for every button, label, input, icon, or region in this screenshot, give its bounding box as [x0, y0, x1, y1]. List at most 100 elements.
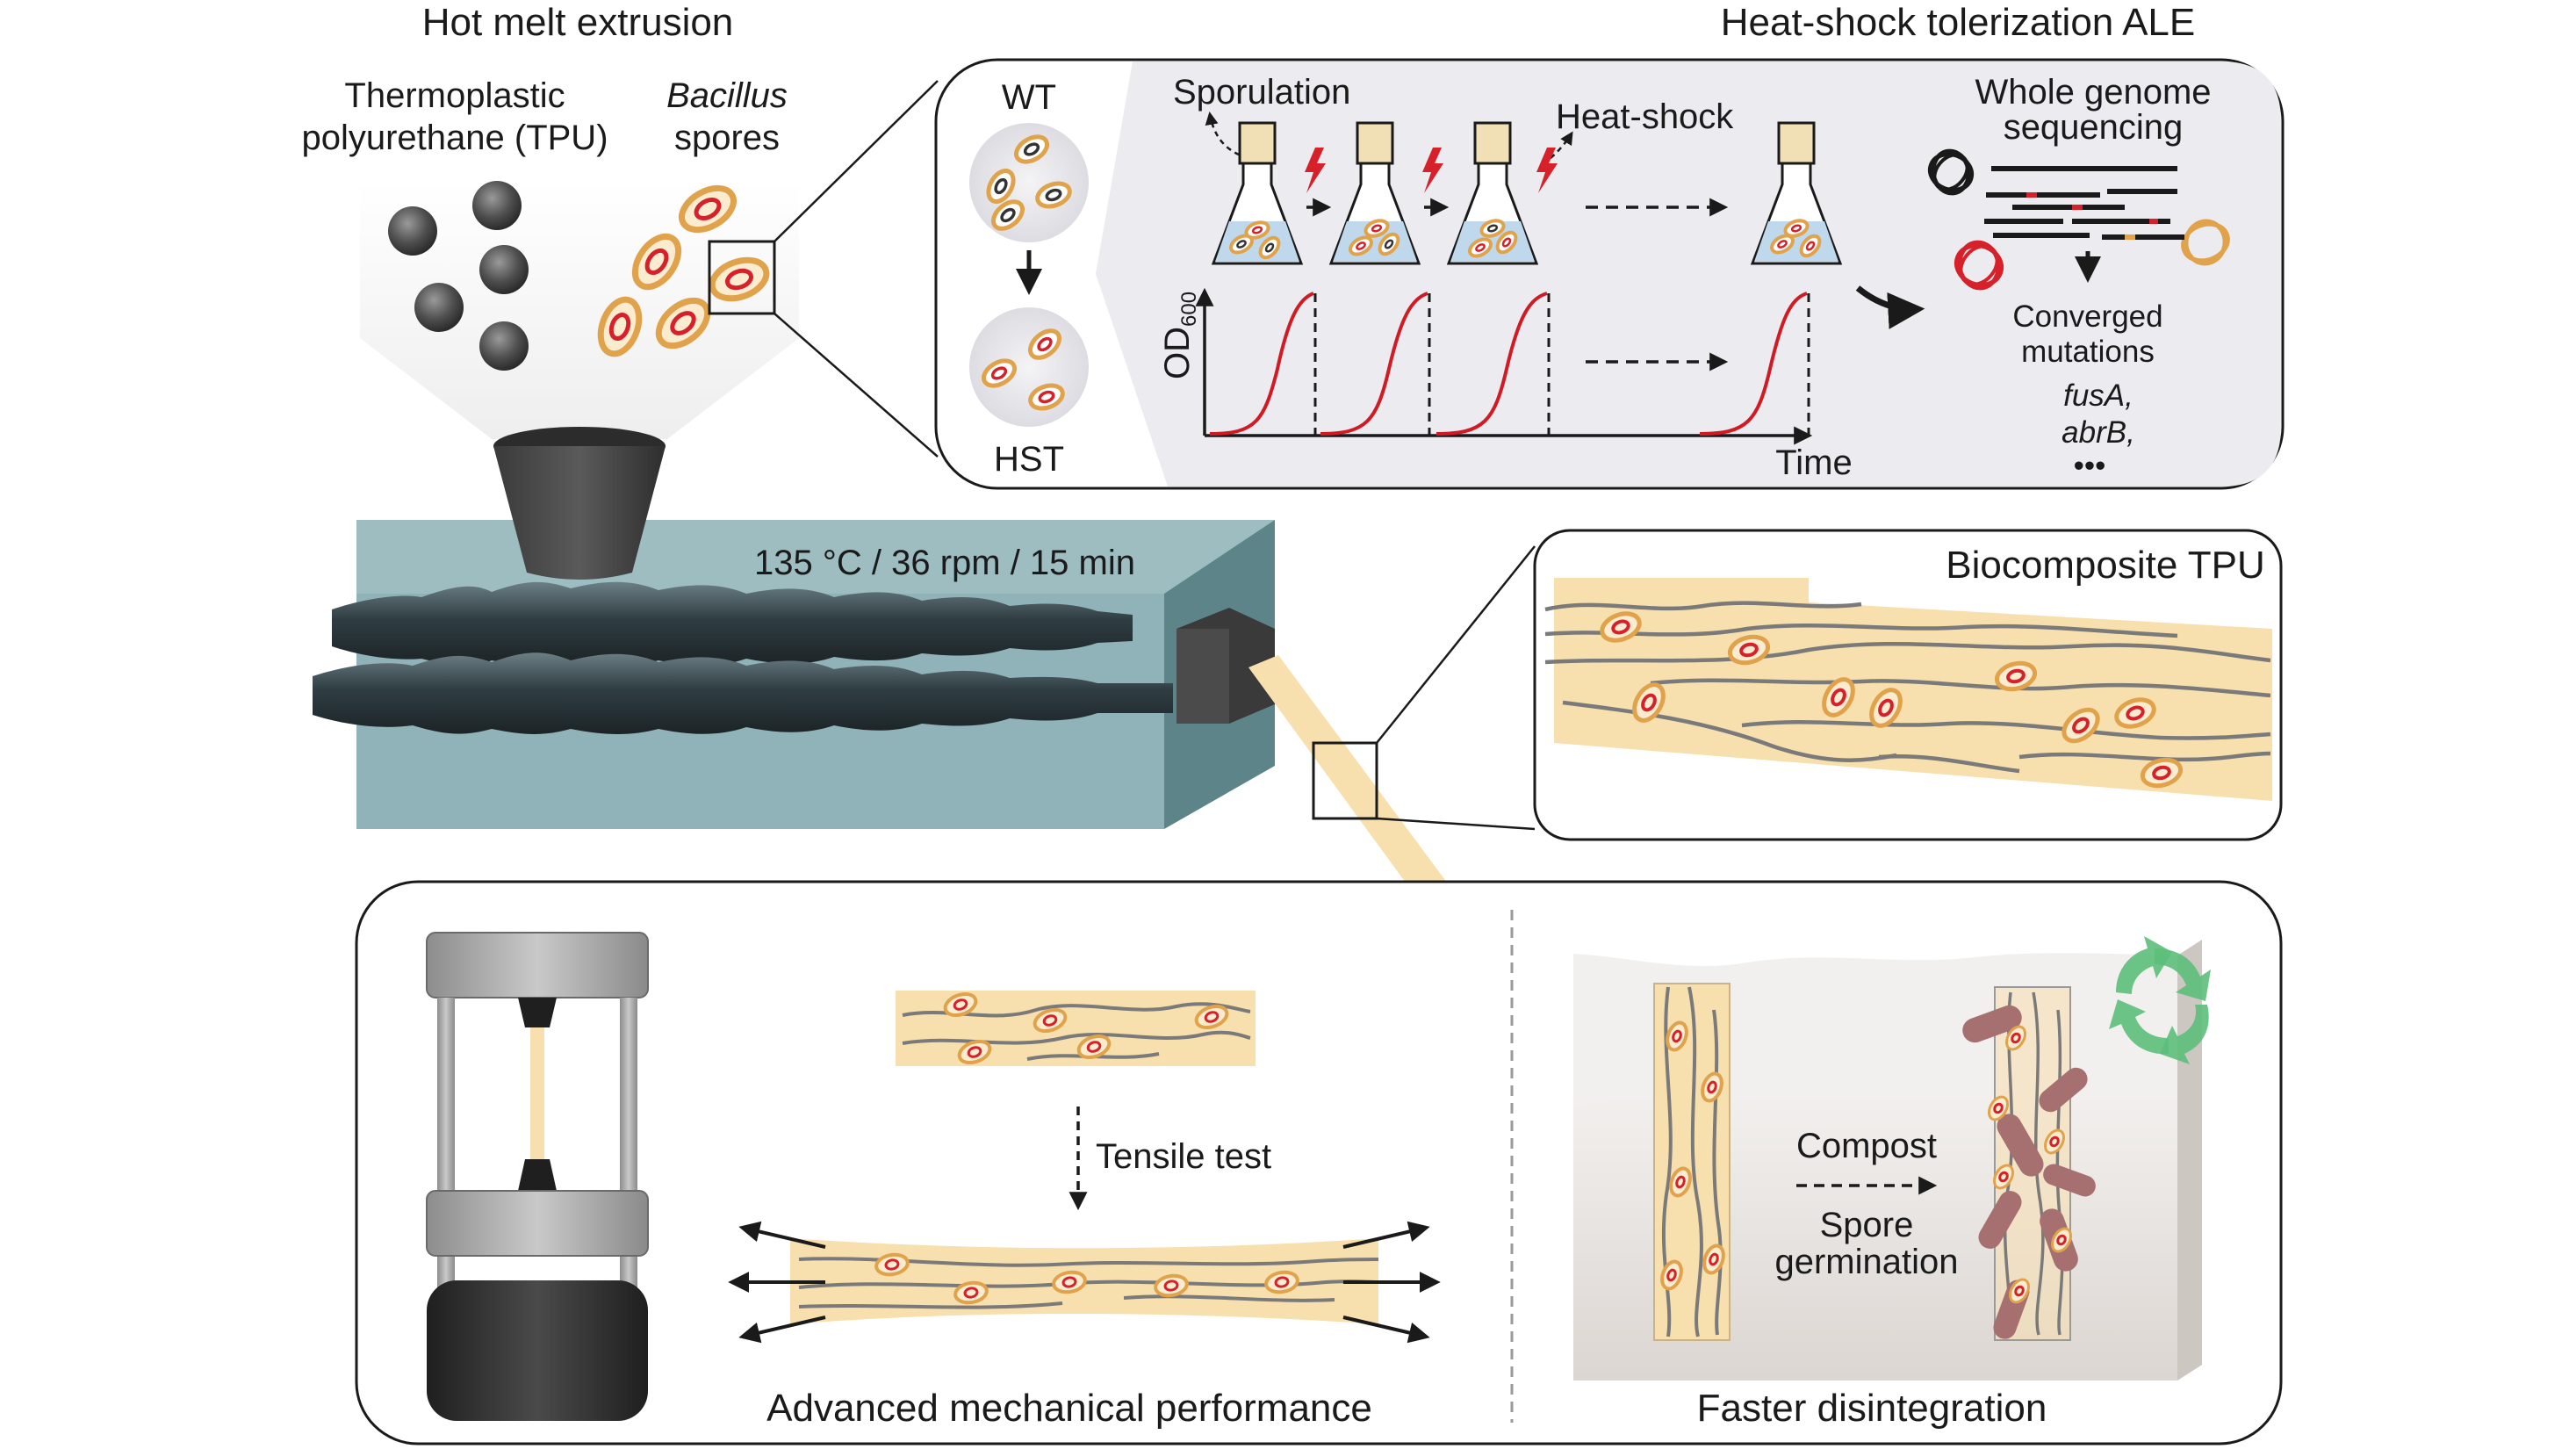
spore: [2044, 1128, 2065, 1155]
tpu-label-line2: polyurethane (TPU): [301, 119, 608, 157]
tpu-pellet: [414, 283, 464, 332]
growth-curve: [1320, 292, 1428, 436]
mutation-ellipsis: •••: [2074, 449, 2106, 483]
growth-curve: [1436, 292, 1548, 436]
spore: [1194, 1004, 1229, 1030]
polymer-fibers: [1544, 601, 2271, 774]
spore: [1988, 1095, 2009, 1121]
flasks: [1211, 121, 1843, 265]
spore: [1035, 181, 1072, 209]
spore: [1264, 1270, 1299, 1294]
mutation-abrB: abrB,: [2062, 415, 2135, 450]
ale-panel-shade: [1096, 61, 2281, 487]
spore-germination-line1: Spore: [1820, 1206, 1914, 1244]
mechanical-label: Advanced mechanical performance: [766, 1387, 1372, 1430]
spore: [1033, 1007, 1068, 1034]
spore: [1154, 1273, 1189, 1298]
compost-label: Compost: [1796, 1127, 1937, 1165]
tpu-pellet: [479, 321, 529, 371]
flask: [1446, 121, 1539, 265]
spore: [991, 199, 1025, 231]
tpu-pellet: [479, 245, 529, 294]
spore: [1702, 1244, 1725, 1275]
spore: [1660, 1259, 1683, 1291]
zoom-line: [1376, 545, 1536, 744]
extruder: [313, 520, 1275, 829]
hst-label: HST: [994, 440, 1064, 479]
hot-melt-title: Hot melt extrusion: [422, 1, 734, 44]
lightning-icons: [1305, 148, 1558, 193]
disintegration-label: Faster disintegration: [1697, 1387, 2047, 1430]
wt-label: WT: [1002, 78, 1056, 117]
test-strip-spores: [943, 991, 1229, 1065]
spore-germination-line2: germination: [1774, 1243, 1958, 1281]
zoom-line: [774, 313, 939, 458]
spore: [679, 184, 737, 234]
converged-label-line1: Converged: [2012, 299, 2162, 334]
lightning-icon: [1422, 148, 1443, 193]
heat-shock-label: Heat-shock: [1556, 97, 1734, 136]
tpu-pellets: [388, 181, 529, 371]
genome-ring-red: [1954, 240, 2004, 291]
wt-spores: [986, 134, 1072, 231]
flask: [1328, 121, 1421, 265]
genome-ring-black: [1927, 148, 1975, 196]
spore: [1822, 677, 1855, 717]
spore: [1052, 1270, 1087, 1294]
feed-funnel: [493, 427, 666, 580]
spore: [1669, 1166, 1692, 1198]
spore: [709, 256, 770, 302]
recycle-icon: [2109, 936, 2211, 1064]
mutation-fusA: fusA,: [2063, 378, 2133, 413]
growth-curve: [1699, 292, 1808, 436]
spore: [1600, 611, 1642, 643]
biocomposite-title: Biocomposite TPU: [1946, 544, 2265, 587]
tpu-pellet: [388, 206, 437, 256]
spore: [2140, 757, 2184, 789]
extruder-screw: [313, 652, 1173, 734]
converged-label-line2: mutations: [2021, 335, 2155, 369]
spore: [1993, 1164, 2014, 1190]
sporulation-pointer: [1205, 112, 1249, 160]
hst-spores: [981, 328, 1065, 411]
wgs-label-line2: sequencing: [2004, 108, 2184, 147]
spore: [2062, 707, 2100, 744]
lightning-icon: [1305, 148, 1326, 193]
od-axis-label: OD600: [1158, 292, 1201, 379]
extrusion-conditions: 135 °C / 36 rpm / 15 min: [754, 544, 1135, 582]
intact-sample-spores: [1660, 1020, 1725, 1291]
growth-plot: OD600 Time: [1158, 287, 1853, 482]
spore: [655, 297, 711, 350]
spore: [1632, 682, 1666, 723]
growth-curve: [1209, 292, 1314, 436]
time-axis-label: Time: [1775, 443, 1852, 482]
lightning-icon: [1536, 148, 1558, 193]
zoom-line: [1376, 817, 1536, 831]
spore: [1076, 1034, 1112, 1060]
germinating-cells: [1962, 1005, 2096, 1339]
embedded-spores: [1600, 611, 2184, 789]
spore: [1727, 634, 1771, 666]
tpu-label-line1: Thermoplastic: [344, 76, 565, 115]
zoom-line: [774, 80, 939, 242]
stretch-arrows: [728, 1221, 1441, 1344]
tensile-machine: [426, 932, 649, 1421]
flask: [1750, 121, 1843, 265]
tensile-label: Tensile test: [1096, 1137, 1271, 1176]
bacillus-label: Bacillus: [666, 76, 788, 115]
curved-arrow: [1855, 285, 1925, 329]
spore: [597, 296, 643, 357]
spore: [1666, 1020, 1688, 1052]
spore: [1028, 328, 1061, 360]
bacillus-spores: [597, 184, 770, 357]
sequencing-reads: [1984, 166, 2184, 240]
strand-zoom-box: [1312, 741, 1378, 820]
tpu-pellet: [472, 181, 522, 230]
stretch-arrow-left: [738, 1316, 826, 1344]
spore: [2005, 1025, 2026, 1051]
stretched-spores: [874, 1252, 1299, 1305]
stretch-arrow-right: [1342, 1316, 1430, 1344]
spore: [957, 1039, 992, 1065]
ale-title: Heat-shock tolerization ALE: [1721, 1, 2196, 44]
